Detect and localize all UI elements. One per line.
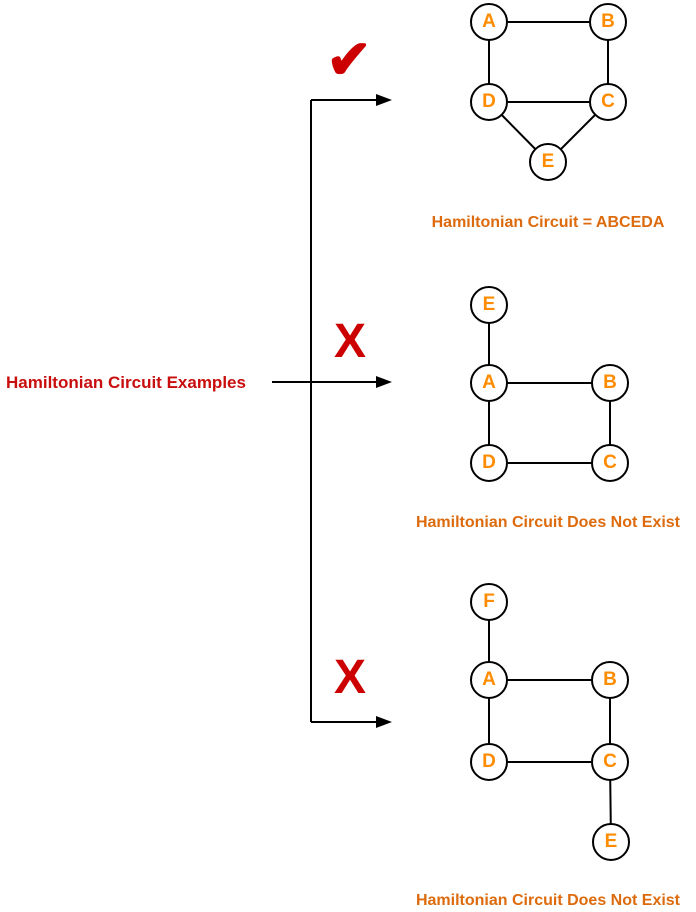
graph3-node-c: C (591, 743, 629, 781)
graph2-node-a: A (470, 364, 508, 402)
graph1-caption: Hamiltonian Circuit = ABCEDA (431, 214, 665, 231)
arrow-tree (272, 99, 378, 723)
graph1-node-e: E (529, 143, 567, 181)
diagram-title: Hamiltonian Circuit Examples (6, 373, 246, 392)
checkmark-icon: ✔ (326, 30, 372, 90)
graph3-node-b: B (591, 661, 629, 699)
graph2-node-b: B (591, 364, 629, 402)
graph1-node-c: C (589, 83, 627, 121)
graph3-caption: Hamiltonian Circuit Does Not Exist (415, 892, 681, 909)
arrow-heads (376, 94, 392, 728)
graph3-node-f: F (470, 583, 508, 621)
graph1-node-a: A (470, 3, 508, 41)
graph1-node-d: D (470, 83, 508, 121)
cross-icon: X (333, 651, 366, 704)
graph2-node-e: E (470, 286, 508, 324)
graph3-node-d: D (470, 743, 508, 781)
graph2-node-c: C (591, 444, 629, 482)
graph1-node-b: B (589, 3, 627, 41)
graph2-node-d: D (470, 444, 508, 482)
graph3-node-a: A (470, 661, 508, 699)
graph1-edges (488, 21, 609, 163)
cross-icon: X (333, 315, 366, 368)
graph3-node-e: E (592, 823, 630, 861)
graph3-edges (488, 602, 612, 843)
graph2-caption: Hamiltonian Circuit Does Not Exist (415, 514, 681, 531)
